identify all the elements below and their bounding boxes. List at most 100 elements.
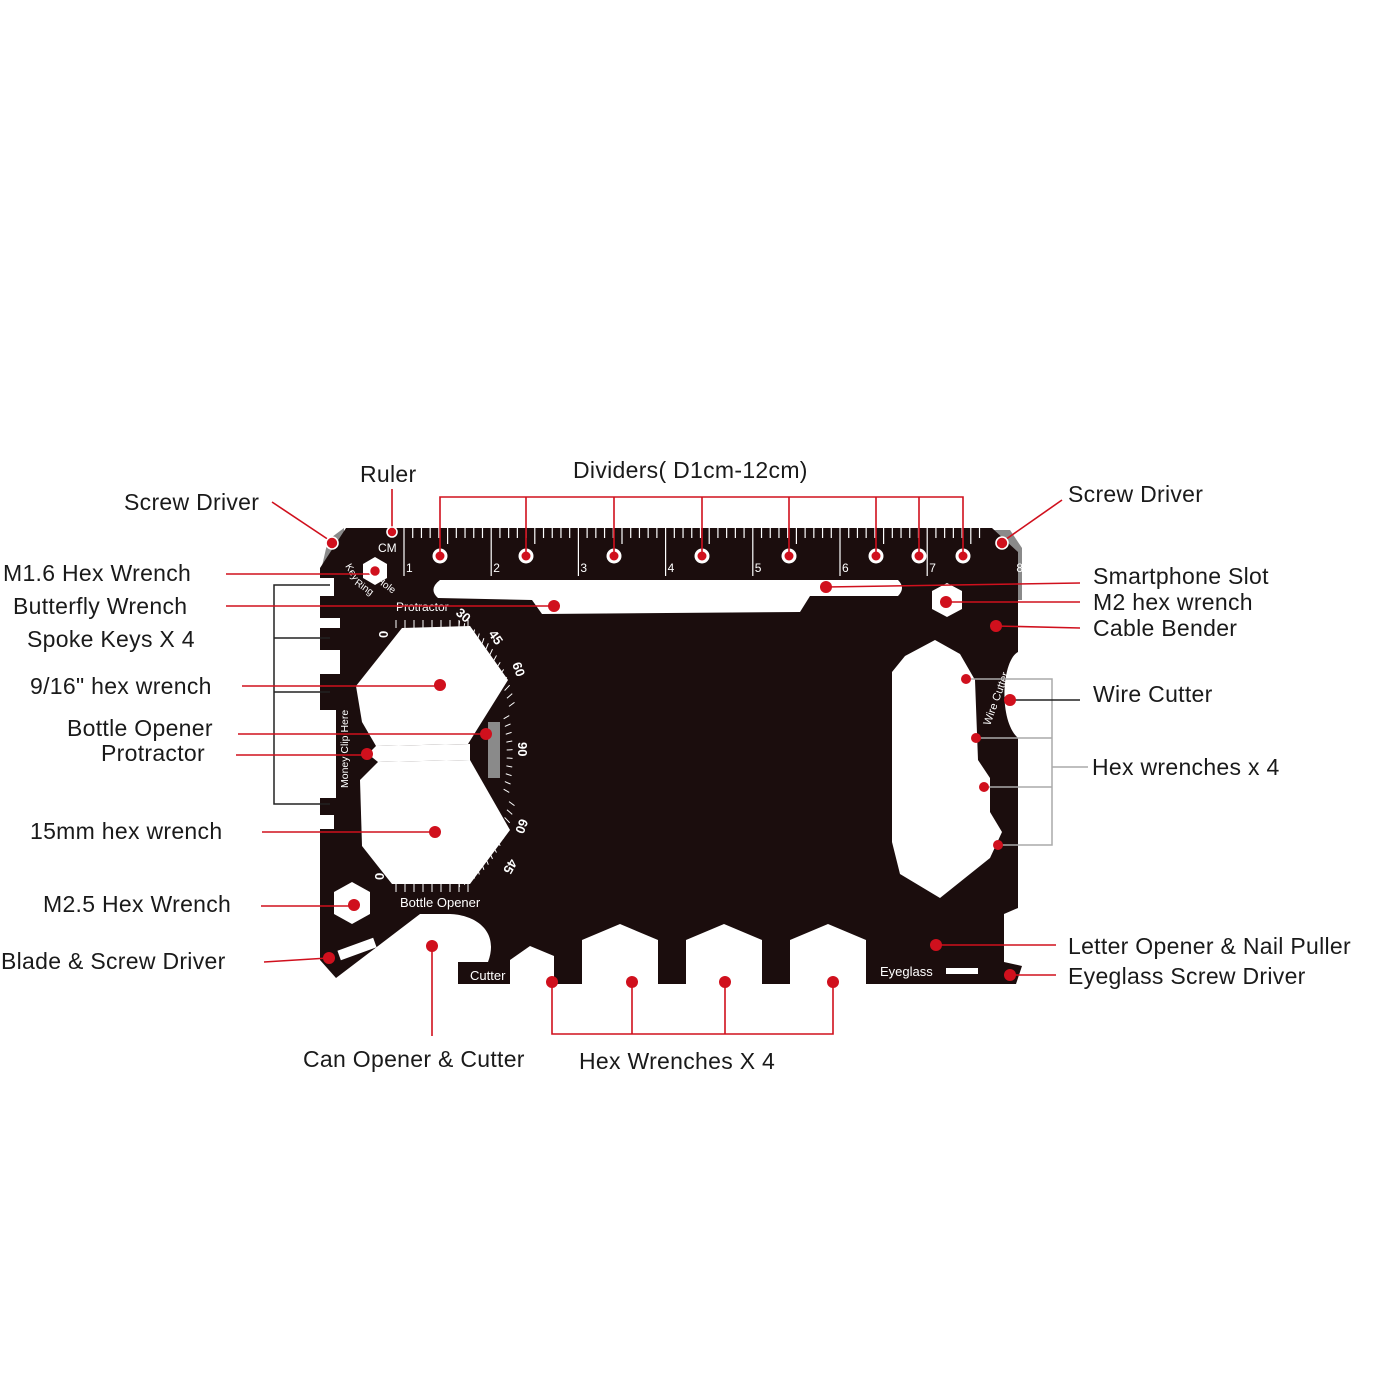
dot-eyeglass-screw bbox=[1004, 969, 1016, 981]
protractor-tick bbox=[495, 661, 501, 670]
protractor-tick bbox=[476, 864, 480, 875]
right-hex-wrenches-bracket bbox=[966, 678, 1088, 846]
bottle-opener-notch bbox=[368, 744, 470, 762]
protractor-tick bbox=[462, 874, 466, 885]
ruler-number: 8 bbox=[1016, 561, 1023, 575]
angle-45-bottom: 45 bbox=[500, 857, 520, 877]
label-hex-wrenches-right: Hex wrenches x 4 bbox=[1092, 754, 1280, 780]
ruler-cm-label: CM bbox=[378, 541, 397, 555]
protractor-tick bbox=[504, 817, 511, 824]
dot-bottom-hex-2 bbox=[626, 976, 638, 988]
label-blade-screw: Blade & Screw Driver bbox=[1, 948, 226, 974]
angle-60-bottom: 60 bbox=[512, 817, 531, 836]
angle-45-top: 45 bbox=[486, 627, 507, 647]
angle-0-bottom: 0 bbox=[372, 873, 387, 880]
label-protractor: Protractor bbox=[101, 740, 205, 766]
protractor-label: Protractor bbox=[396, 600, 449, 614]
label-screw-driver-left: Screw Driver bbox=[124, 489, 259, 515]
callout-dots bbox=[323, 526, 1016, 988]
eyeglass-card-label: Eyeglass bbox=[880, 964, 933, 979]
protractor-tick bbox=[506, 693, 513, 699]
dot-bottle-opener bbox=[480, 728, 492, 740]
dot-can-opener bbox=[426, 940, 438, 952]
angle-90: 90 bbox=[515, 742, 530, 756]
leader-lines bbox=[226, 489, 1081, 1036]
protractor-tick bbox=[480, 637, 485, 648]
protractor-tick bbox=[505, 731, 512, 735]
money-clip-label-2: Money Clip Here bbox=[339, 710, 351, 788]
bottom-hex-wrenches-bracket bbox=[551, 982, 834, 1035]
ruler-number: 5 bbox=[755, 561, 762, 575]
protractor-tick bbox=[498, 831, 505, 839]
ruler-number: 6 bbox=[842, 561, 849, 575]
label-m2-hex: M2 hex wrench bbox=[1093, 589, 1253, 615]
dot-m16-hex bbox=[368, 564, 382, 578]
dot-right-hex-4 bbox=[993, 840, 1003, 850]
right-hex-wrenches-cutout bbox=[892, 640, 1002, 898]
protractor-tick bbox=[491, 655, 497, 664]
protractor-tick bbox=[471, 629, 476, 640]
protractor-tick bbox=[504, 723, 511, 727]
dot-screw-driver-right bbox=[995, 536, 1009, 550]
protractor-tick bbox=[508, 701, 515, 707]
blade-slot bbox=[337, 937, 377, 961]
protractor-tick bbox=[476, 633, 480, 644]
protractor-tick bbox=[506, 809, 513, 815]
protractor-ticks bbox=[395, 620, 515, 892]
ruler-number: 2 bbox=[493, 561, 500, 575]
dot-m25-hex bbox=[348, 899, 360, 911]
protractor-tick bbox=[506, 765, 513, 768]
protractor-tick bbox=[480, 860, 485, 871]
cutter-card-label: Cutter bbox=[470, 968, 506, 983]
protractor-tick bbox=[467, 871, 471, 883]
bottle-opener-card-label: Bottle Opener bbox=[400, 895, 481, 910]
protractor-tick bbox=[498, 669, 505, 677]
protractor-tick bbox=[501, 676, 508, 684]
dividers-bracket bbox=[439, 496, 964, 556]
label-m16-hex: M1.6 Hex Wrench bbox=[3, 560, 191, 586]
ruler-number: 7 bbox=[929, 561, 936, 575]
label-m25-hex: M2.5 Hex Wrench bbox=[43, 891, 231, 917]
label-butterfly: Butterfly Wrench bbox=[13, 593, 187, 619]
label-bottle-opener: Bottle Opener bbox=[67, 715, 213, 741]
dot-hex-15mm bbox=[429, 826, 441, 838]
protractor-tick bbox=[501, 824, 508, 832]
angle-60-top: 60 bbox=[509, 660, 528, 679]
protractor-tick bbox=[495, 838, 501, 847]
protractor-tick bbox=[503, 788, 510, 793]
protractor-tick bbox=[505, 773, 512, 777]
protractor-tick bbox=[504, 781, 511, 785]
dot-bottom-hex-3 bbox=[719, 976, 731, 988]
dot-right-hex-2 bbox=[971, 733, 981, 743]
label-eyeglass-screw: Eyeglass Screw Driver bbox=[1068, 963, 1306, 989]
dot-butterfly bbox=[548, 600, 560, 612]
angle-0-top: 0 bbox=[376, 631, 391, 638]
dot-blade-screw bbox=[323, 952, 335, 964]
label-wire-cutter: Wire Cutter bbox=[1093, 681, 1213, 707]
ruler-number: 1 bbox=[406, 561, 413, 575]
dot-hex-916 bbox=[434, 679, 446, 691]
dot-screw-driver-left bbox=[325, 536, 339, 550]
hex-wrench-15mm-cutout bbox=[360, 760, 510, 884]
protractor-tick bbox=[467, 625, 471, 637]
protractor-tick bbox=[484, 643, 489, 653]
ruler-number: 4 bbox=[668, 561, 675, 575]
money-clip-label-1: Attach Optional bbox=[324, 716, 336, 788]
dot-letter-opener bbox=[930, 939, 942, 951]
protractor-tick bbox=[462, 623, 466, 634]
dot-ruler bbox=[386, 526, 398, 538]
card-body bbox=[320, 528, 1022, 984]
protractor-tick bbox=[484, 855, 489, 865]
label-hex-15mm: 15mm hex wrench bbox=[30, 818, 222, 844]
label-letter-opener: Letter Opener & Nail Puller bbox=[1068, 933, 1351, 959]
eyeglass-slot bbox=[946, 968, 978, 974]
dot-right-hex-3 bbox=[979, 782, 989, 792]
label-cable-bender: Cable Bender bbox=[1093, 615, 1237, 641]
protractor-tick bbox=[488, 648, 493, 658]
protractor-tick bbox=[471, 868, 476, 879]
protractor-tick bbox=[503, 715, 510, 720]
label-can-opener: Can Opener & Cutter bbox=[303, 1046, 525, 1072]
